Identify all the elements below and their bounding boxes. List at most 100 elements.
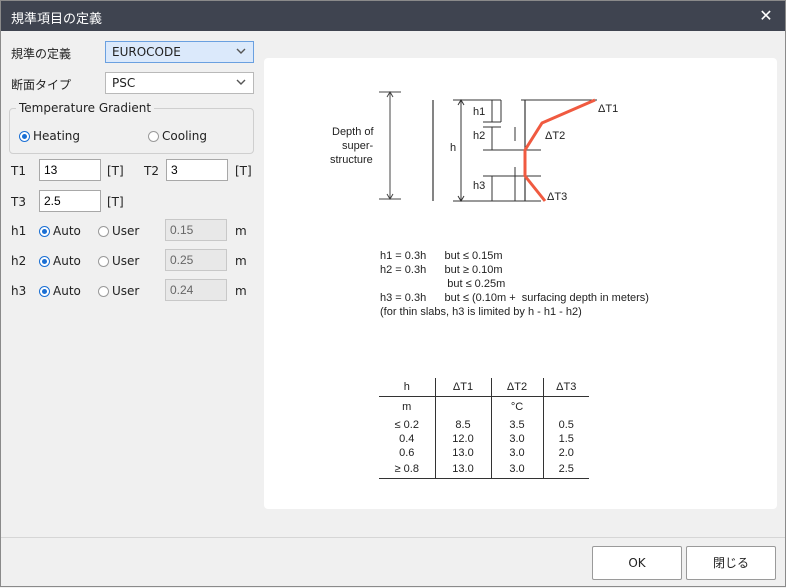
- arrow-down-icon: [457, 195, 465, 202]
- h3-auto-radio[interactable]: Auto: [39, 284, 81, 298]
- title-bar: 規準項目の定義 ✕: [1, 1, 785, 31]
- close-button[interactable]: 閉じる: [686, 546, 776, 580]
- h2-figure-label: h2: [473, 130, 486, 142]
- section-type-select[interactable]: PSC: [105, 72, 254, 94]
- arrow-up-icon: [457, 99, 465, 106]
- table-cell: 2.0: [558, 447, 574, 459]
- t3-unit: [T]: [107, 195, 123, 209]
- h3-user-label: User: [112, 284, 140, 298]
- table-header: ΔT3: [543, 378, 589, 397]
- section-type-label: 断面タイプ: [11, 78, 72, 92]
- table-cell: 12.0: [435, 432, 492, 446]
- h3-unit: m: [235, 284, 247, 298]
- temperature-gradient-title: Temperature Gradient: [16, 101, 155, 115]
- table-cell: 13.0: [435, 460, 492, 479]
- h1-input: [165, 219, 227, 241]
- h3-label: h3: [11, 284, 27, 298]
- table-header: h: [379, 378, 436, 397]
- cooling-radio[interactable]: Cooling: [148, 129, 207, 143]
- note-line-2: h2 = 0.3h but ≥ 0.10m: [380, 264, 503, 276]
- chevron-down-icon: [236, 79, 246, 85]
- table-header: ΔT2: [491, 378, 544, 397]
- cooling-label: Cooling: [162, 129, 207, 143]
- h1-auto-label: Auto: [53, 224, 81, 238]
- depth-label-2: super-: [342, 140, 374, 152]
- chevron-down-icon: [236, 48, 246, 54]
- note-line-5: (for thin slabs, h3 is limited by h - h1…: [380, 306, 582, 318]
- dt1-label: ΔT1: [598, 103, 619, 115]
- h2-unit: m: [235, 254, 247, 268]
- table-row: ≥ 0.8 13.0 3.0 2.5: [379, 460, 589, 479]
- t2-input[interactable]: [166, 159, 228, 181]
- table-row: ≤ 0.2 8.5 3.5 0.5: [379, 418, 589, 432]
- table-cell: m: [379, 396, 436, 418]
- table-cell: 3.5: [491, 418, 544, 432]
- section-type-select-value: PSC: [112, 76, 136, 90]
- radio-selected-icon: [39, 285, 50, 297]
- h1-auto-radio[interactable]: Auto: [39, 224, 81, 238]
- radio-unselected-icon: [98, 255, 109, 267]
- h3-input: [165, 279, 227, 301]
- table-cell: 3.0: [491, 460, 544, 479]
- standard-select-value: EUROCODE: [112, 45, 181, 59]
- footer-divider: [1, 537, 785, 538]
- table-cell: 13.0: [435, 446, 492, 460]
- h2-user-radio[interactable]: User: [98, 254, 139, 268]
- h3-user-radio[interactable]: User: [98, 284, 139, 298]
- window-title: 規準項目の定義: [11, 12, 103, 27]
- table-cell: 3.0: [491, 446, 544, 460]
- table-header-row: h ΔT1 ΔT2 ΔT3: [379, 378, 589, 397]
- ok-button[interactable]: OK: [592, 546, 682, 580]
- arrow-up-icon: [386, 91, 394, 98]
- radio-selected-icon: [39, 225, 50, 237]
- radio-unselected-icon: [98, 225, 109, 237]
- standard-label: 規準の定義: [11, 47, 72, 61]
- table-cell: °C: [491, 396, 544, 418]
- t3-label: T3: [11, 195, 26, 209]
- table-cell: [435, 396, 492, 418]
- table-cell: 0.6: [379, 446, 436, 460]
- close-icon[interactable]: ✕: [759, 6, 773, 25]
- table-header: ΔT1: [435, 378, 492, 397]
- h3-auto-label: Auto: [53, 284, 81, 298]
- h2-label: h2: [11, 254, 27, 268]
- t2-unit: [T]: [235, 164, 251, 178]
- h1-unit: m: [235, 224, 247, 238]
- h2-auto-radio[interactable]: Auto: [39, 254, 81, 268]
- h1-user-radio[interactable]: User: [98, 224, 139, 238]
- table-cell: ≤ 0.2: [379, 418, 436, 432]
- table-cell: 0.5: [558, 419, 574, 431]
- heating-radio[interactable]: Heating: [19, 129, 80, 143]
- h2-input: [165, 249, 227, 271]
- depth-label-3: structure: [330, 154, 373, 166]
- t1-label: T1: [11, 164, 26, 178]
- note-line-1: h1 = 0.3h but ≤ 0.15m: [380, 250, 503, 262]
- temperature-table: h ΔT1 ΔT2 ΔT3 m °C ≤ 0.2 8.5 3.5 0.5 0.4…: [379, 378, 589, 479]
- table-cell: 1.5: [558, 433, 574, 445]
- standard-select[interactable]: EUROCODE: [105, 41, 254, 63]
- h1-user-label: User: [112, 224, 140, 238]
- t1-input[interactable]: [39, 159, 101, 181]
- radio-selected-icon: [39, 255, 50, 267]
- h3-figure-label: h3: [473, 180, 486, 192]
- h2-user-label: User: [112, 254, 140, 268]
- depth-label-1: Depth of: [332, 126, 374, 138]
- t1-unit: [T]: [107, 164, 123, 178]
- table-cell: ≥ 0.8: [379, 460, 436, 479]
- radio-unselected-icon: [98, 285, 109, 297]
- h1-figure-label: h1: [473, 106, 486, 118]
- note-line-4: h3 = 0.3h but ≤ (0.10m + surfacing depth…: [380, 292, 649, 304]
- radio-unselected-icon: [148, 130, 159, 142]
- temperature-profile-line: [523, 98, 596, 202]
- arrow-down-icon: [386, 193, 394, 200]
- table-row: m °C: [379, 396, 589, 418]
- dt3-label: ΔT3: [547, 191, 568, 203]
- table-cell: 3.0: [491, 432, 544, 446]
- table-cell: [543, 396, 589, 418]
- table-row: 0.4 12.0 3.0 1.5: [379, 432, 589, 446]
- heating-label: Heating: [33, 129, 81, 143]
- t3-input[interactable]: [39, 190, 101, 212]
- radio-selected-icon: [19, 130, 30, 142]
